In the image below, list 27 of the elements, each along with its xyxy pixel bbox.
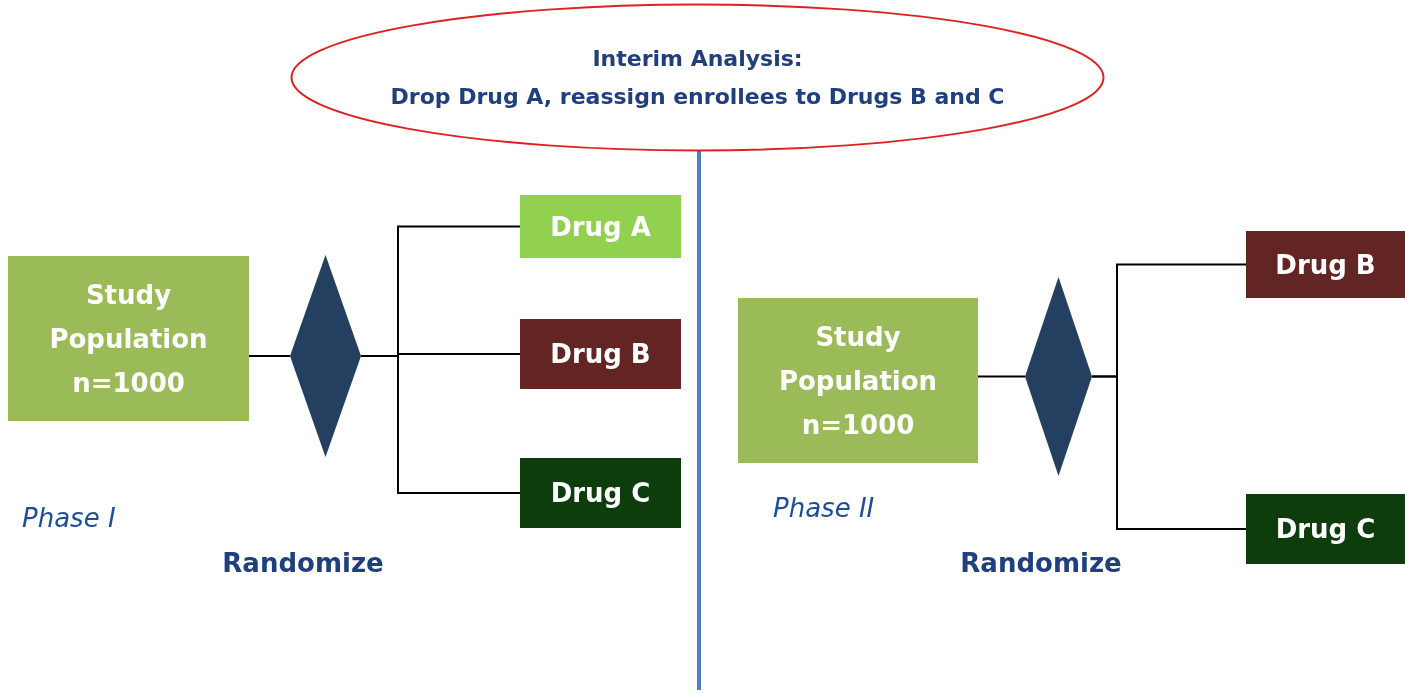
connector-line — [977, 375, 1026, 378]
box-label: Drug A — [550, 210, 651, 244]
box-label: Drug B — [1275, 248, 1376, 282]
connector-line — [1091, 375, 1247, 530]
drug-box — [520, 319, 681, 389]
population-box — [738, 298, 978, 463]
box-label: Drug B — [550, 338, 651, 371]
drug-box — [1246, 231, 1405, 298]
decision-diamond — [1025, 277, 1092, 476]
connector-line — [248, 355, 291, 357]
step-label: Randomize — [960, 548, 1122, 578]
drug-box — [520, 458, 681, 528]
box-label: Drug C — [1275, 513, 1376, 546]
population-box — [8, 256, 249, 421]
callout-text: Drop Drug A, reassign enrollees to Drugs B and C — [390, 82, 1005, 111]
box-label: Drug C — [550, 477, 651, 510]
drug-box — [520, 195, 681, 258]
phase-label: Phase II — [773, 493, 875, 523]
callout-heading: Interim Analysis: — [592, 44, 803, 73]
box-label: Study Population n=1000 — [48, 278, 209, 400]
decision-diamond — [290, 255, 361, 457]
step-label: Randomize — [222, 548, 384, 578]
drug-box — [1246, 494, 1405, 564]
box-label: Study Population n=1000 — [777, 320, 939, 442]
ellipse-callout — [290, 3, 1105, 152]
phase-label: Phase I — [22, 503, 116, 533]
connector-line — [360, 355, 521, 494]
